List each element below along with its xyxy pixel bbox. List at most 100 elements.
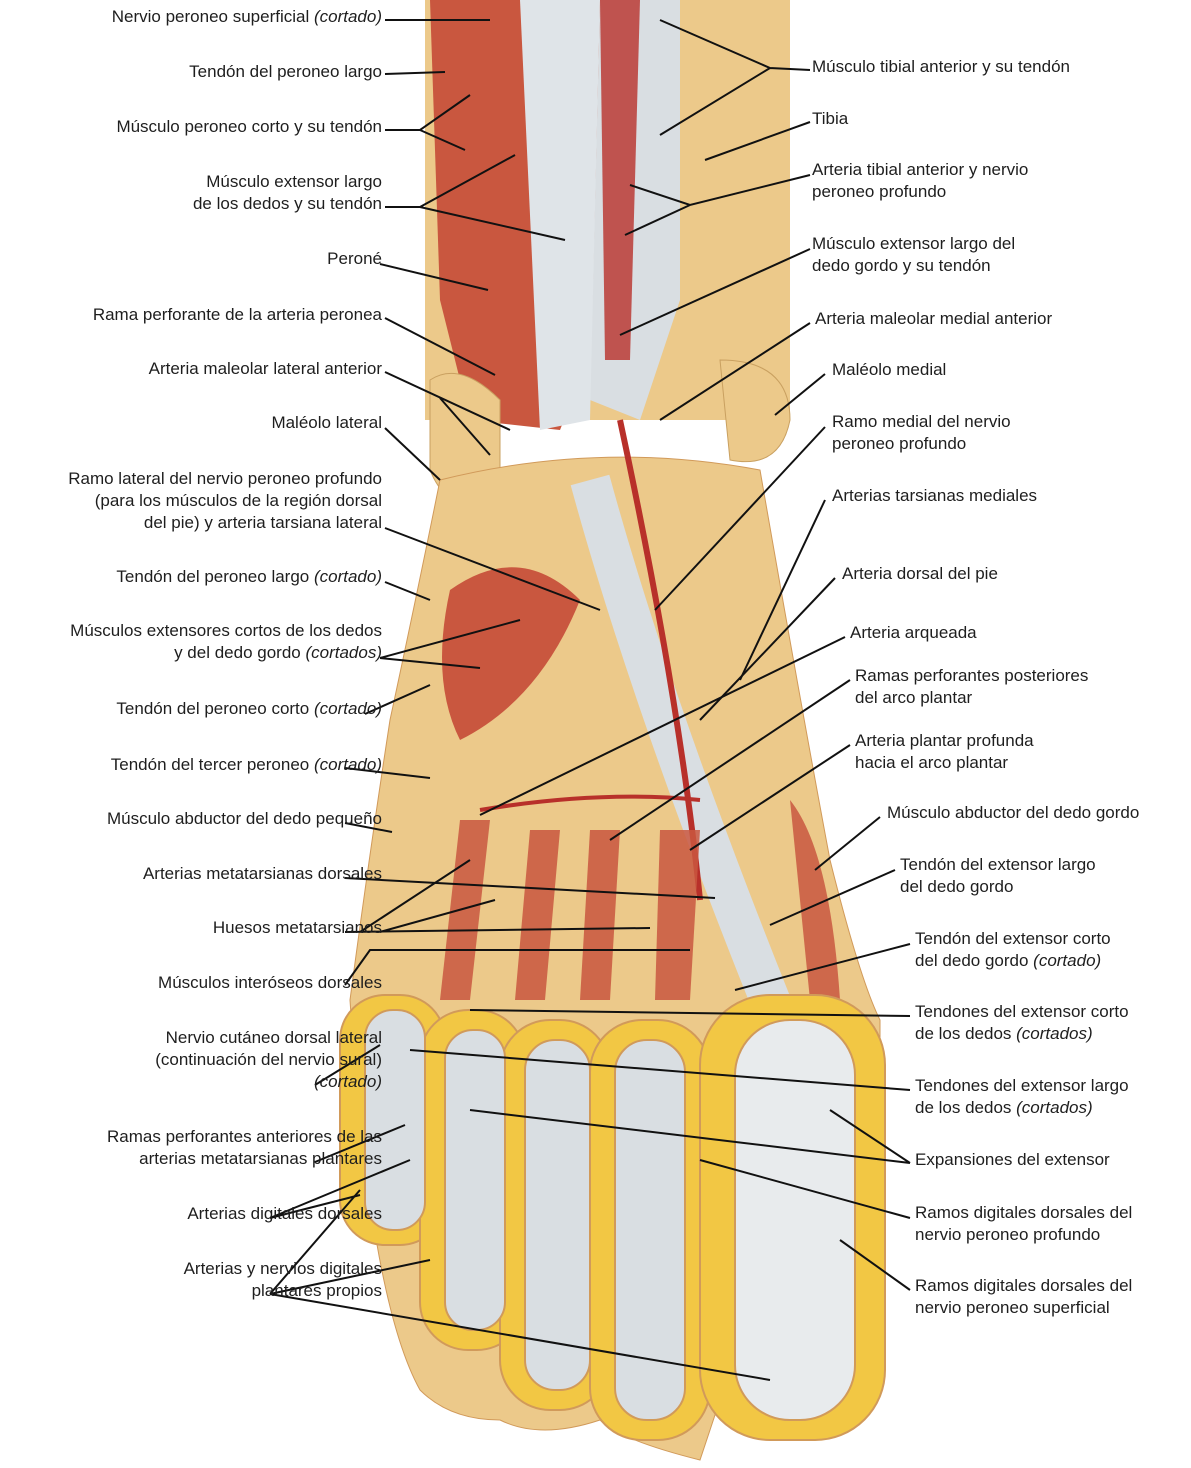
label-line: Ramo medial del nervio bbox=[832, 411, 1011, 433]
label-line: Nervio peroneo superficial (cortado) bbox=[112, 6, 382, 28]
label-text: Ramos digitales dorsales del bbox=[915, 1276, 1133, 1295]
label-text: Arteria arqueada bbox=[850, 623, 977, 642]
left-label: Rama perforante de la arteria peronea bbox=[93, 304, 382, 326]
label-italic-text: (cortados) bbox=[1016, 1098, 1093, 1117]
label-line: del dedo gordo (cortado) bbox=[915, 950, 1111, 972]
label-text: Arterias metatarsianas dorsales bbox=[142, 864, 382, 883]
right-label: Músculo abductor del dedo gordo bbox=[887, 802, 1139, 824]
label-line: Músculo abductor del dedo pequeño bbox=[107, 808, 382, 830]
label-line: Músculo tibial anterior y su tendón bbox=[812, 56, 1070, 78]
right-label: Tibia bbox=[812, 108, 848, 130]
label-text: (para los músculos de la región dorsal bbox=[94, 491, 382, 510]
left-label: Músculo abductor del dedo pequeño bbox=[107, 808, 382, 830]
right-label: Arteria dorsal del pie bbox=[842, 563, 998, 585]
label-text: Músculo abductor del dedo gordo bbox=[887, 803, 1140, 822]
left-label: Tendón del peroneo corto (cortado) bbox=[116, 698, 382, 720]
left-label: Tendón del peroneo largo (cortado) bbox=[116, 566, 382, 588]
label-line: Arteria tibial anterior y nervio bbox=[812, 159, 1028, 181]
label-line: Tendón del peroneo corto (cortado) bbox=[116, 698, 382, 720]
label-line: Arteria maleolar lateral anterior bbox=[149, 358, 382, 380]
right-label: Arteria maleolar medial anterior bbox=[815, 308, 1052, 330]
label-italic-text: (cortado) bbox=[313, 699, 382, 718]
left-label: Tendón del peroneo largo bbox=[189, 61, 382, 83]
label-text: Peroné bbox=[327, 249, 382, 268]
left-label: Músculo extensor largo de los dedos y su … bbox=[193, 171, 382, 215]
left-label: Peroné bbox=[327, 248, 382, 270]
label-line: de los dedos y su tendón bbox=[193, 193, 382, 215]
label-text: Músculos extensores cortos de los dedos bbox=[70, 621, 382, 640]
label-line: Ramos digitales dorsales del bbox=[915, 1275, 1132, 1297]
label-text: nervio peroneo superficial bbox=[915, 1298, 1110, 1317]
label-line: y del dedo gordo (cortados) bbox=[70, 642, 382, 664]
label-line: Músculos extensores cortos de los dedos bbox=[70, 620, 382, 642]
left-label: Maléolo lateral bbox=[271, 412, 382, 434]
label-line: Músculos interóseos dorsales bbox=[158, 972, 382, 994]
label-line: Ramas perforantes anteriores de las bbox=[107, 1126, 382, 1148]
label-text: Rama perforante de la arteria peronea bbox=[92, 305, 382, 324]
label-text: Maléolo medial bbox=[832, 360, 947, 379]
label-text: Tendón del peroneo largo bbox=[116, 567, 314, 586]
label-text: Músculo peroneo corto y su tendón bbox=[116, 117, 382, 136]
right-label: Expansiones del extensor bbox=[915, 1149, 1110, 1171]
left-label: Arteria maleolar lateral anterior bbox=[149, 358, 382, 380]
label-line: dedo gordo y su tendón bbox=[812, 255, 1015, 277]
label-line: Tendones del extensor corto bbox=[915, 1001, 1129, 1023]
label-line: arterias metatarsianas plantares bbox=[107, 1148, 382, 1170]
label-text: Tendón del extensor largo bbox=[900, 855, 1096, 874]
label-italic-text: (cortado) bbox=[313, 1072, 382, 1091]
left-label: Arterias digitales dorsales bbox=[187, 1203, 382, 1225]
label-line: Arteria dorsal del pie bbox=[842, 563, 998, 585]
label-line: Expansiones del extensor bbox=[915, 1149, 1110, 1171]
label-line: Ramo lateral del nervio peroneo profundo bbox=[68, 468, 382, 490]
label-line: del dedo gordo bbox=[900, 876, 1096, 898]
label-text: Arterias y nervios digitales bbox=[183, 1259, 382, 1278]
label-line: plantares propios bbox=[184, 1280, 382, 1302]
label-text: Músculo extensor largo bbox=[206, 172, 382, 191]
label-text: nervio peroneo profundo bbox=[915, 1225, 1101, 1244]
label-line: Ramos digitales dorsales del bbox=[915, 1202, 1132, 1224]
left-label: Nervio peroneo superficial (cortado) bbox=[112, 6, 382, 28]
label-text: Tendones del extensor largo bbox=[915, 1076, 1129, 1095]
label-line: Tendón del tercer peroneo (cortado) bbox=[111, 754, 382, 776]
label-line: Músculo extensor largo bbox=[193, 171, 382, 193]
label-line: Arterias metatarsianas dorsales bbox=[143, 863, 382, 885]
label-text: Arterias digitales dorsales bbox=[187, 1204, 382, 1223]
label-line: nervio peroneo profundo bbox=[915, 1224, 1132, 1246]
label-line: hacia el arco plantar bbox=[855, 752, 1034, 774]
label-text: Tibia bbox=[812, 109, 849, 128]
label-text: plantares propios bbox=[251, 1281, 382, 1300]
label-line: de los dedos (cortados) bbox=[915, 1097, 1129, 1119]
label-italic-text: (cortados) bbox=[305, 643, 382, 662]
label-text: de los dedos bbox=[915, 1098, 1017, 1117]
label-text: Expansiones del extensor bbox=[915, 1150, 1110, 1169]
label-line: Rama perforante de la arteria peronea bbox=[93, 304, 382, 326]
label-text: del pie) y arteria tarsiana lateral bbox=[143, 513, 382, 532]
label-text: Arteria maleolar lateral anterior bbox=[148, 359, 382, 378]
label-text: y del dedo gordo bbox=[174, 643, 306, 662]
right-label: Tendón del extensor largo del dedo gordo bbox=[900, 854, 1096, 898]
label-line: Peroné bbox=[327, 248, 382, 270]
left-label: Arterias metatarsianas dorsales bbox=[143, 863, 382, 885]
label-text: peroneo profundo bbox=[812, 182, 947, 201]
label-line: peroneo profundo bbox=[832, 433, 1011, 455]
label-line: Maléolo lateral bbox=[271, 412, 382, 434]
label-text: de los dedos bbox=[915, 1024, 1017, 1043]
label-text: Nervio peroneo superficial bbox=[111, 7, 314, 26]
label-line: (para los músculos de la región dorsal bbox=[68, 490, 382, 512]
label-italic-text: (cortado) bbox=[1033, 951, 1102, 970]
label-line: (continuación del nervio sural) bbox=[155, 1049, 382, 1071]
label-line: Arteria plantar profunda bbox=[855, 730, 1034, 752]
label-text: Arteria plantar profunda bbox=[855, 731, 1034, 750]
label-text: Tendón del extensor corto bbox=[915, 929, 1111, 948]
label-text: Arterias tarsianas mediales bbox=[832, 486, 1038, 505]
right-label: Arteria plantar profunda hacia el arco pl… bbox=[855, 730, 1034, 774]
label-text: del dedo gordo bbox=[900, 877, 1014, 896]
label-text: Arteria dorsal del pie bbox=[842, 564, 998, 583]
left-label: Arterias y nervios digitales plantares pr… bbox=[184, 1258, 382, 1302]
left-label: Músculo peroneo corto y su tendón bbox=[116, 116, 382, 138]
label-text: Huesos metatarsianos bbox=[212, 918, 382, 937]
